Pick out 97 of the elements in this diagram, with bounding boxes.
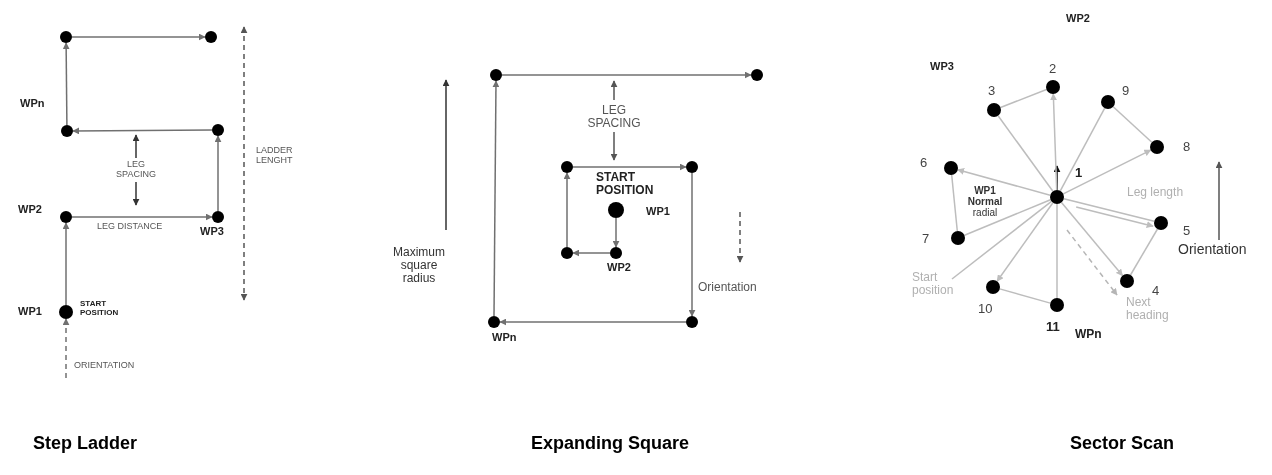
waypoint-dot xyxy=(951,231,965,245)
waypoint-label: WPn xyxy=(1075,328,1102,342)
arrow xyxy=(996,201,1054,283)
arrow xyxy=(688,172,696,317)
arrow xyxy=(563,172,571,248)
panel-title: Expanding Square xyxy=(530,434,690,454)
dimension-label: Maximum square radius xyxy=(392,246,446,286)
waypoint-label: WP2 xyxy=(1066,12,1090,25)
connector-line xyxy=(950,174,959,232)
arrow xyxy=(62,222,70,306)
direction-label: ORIENTATION xyxy=(74,361,135,371)
leader-line xyxy=(951,200,1053,280)
connector-line xyxy=(1063,197,1155,223)
waypoint-label: WP2 xyxy=(18,203,42,216)
arrow xyxy=(1050,93,1058,191)
waypoint-label: 9 xyxy=(1122,84,1130,99)
connector-line xyxy=(998,288,1052,304)
connector-line xyxy=(1056,203,1058,299)
waypoint-dot xyxy=(1046,80,1060,94)
waypoint-dot xyxy=(686,161,698,173)
arrow xyxy=(501,71,752,79)
waypoint-dot xyxy=(986,280,1000,294)
arrow xyxy=(62,42,70,126)
arrow xyxy=(71,213,213,221)
waypoint-label: WP1 xyxy=(18,305,42,318)
waypoint-label: 8 xyxy=(1183,140,1191,155)
arrow xyxy=(1060,201,1124,277)
annotation-text: Start position xyxy=(912,271,962,298)
waypoint-label: WP3 xyxy=(200,225,224,238)
waypoint-dot xyxy=(61,125,73,137)
waypoint-dot xyxy=(561,247,573,259)
waypoint-label: WPn xyxy=(20,97,45,110)
waypoint-dot xyxy=(944,161,958,175)
panel-title: Sector Scan xyxy=(1068,434,1175,454)
arrow xyxy=(72,127,213,135)
waypoint-dot xyxy=(686,316,698,328)
waypoint-label: WP3 xyxy=(930,60,954,73)
connector-line xyxy=(1112,105,1153,144)
waypoint-label: WPn xyxy=(492,331,517,344)
arrow xyxy=(612,217,620,248)
waypoint-label: 11 xyxy=(1046,320,1060,335)
waypoint-label: WP2 xyxy=(607,261,631,274)
waypoint-label: 10 xyxy=(978,302,993,317)
dimension-label: LEG DISTANCE xyxy=(97,222,163,232)
arrow xyxy=(492,80,500,317)
waypoint-dot xyxy=(1150,140,1164,154)
connector-line xyxy=(1059,107,1106,192)
annotation-text: Leg length xyxy=(1127,186,1184,200)
waypoint-dot xyxy=(1050,190,1064,204)
arrow xyxy=(62,318,70,379)
connector-line xyxy=(963,198,1052,237)
waypoint-dot xyxy=(490,69,502,81)
dimension-label: LADDER LENGHT xyxy=(256,146,294,166)
waypoint-label: 4 xyxy=(1152,284,1160,299)
waypoint-label: WP1 xyxy=(646,205,670,218)
waypoint-dot xyxy=(987,103,1001,117)
waypoint-label: 1 xyxy=(1075,166,1083,181)
waypoint-dot xyxy=(1120,274,1134,288)
direction-label: Orientation xyxy=(698,281,757,295)
direction-label: Orientation xyxy=(1178,242,1247,258)
connector-line xyxy=(999,88,1048,109)
arrow xyxy=(572,163,687,171)
waypoint-label: 7 xyxy=(922,232,930,247)
waypoint-dot xyxy=(561,161,573,173)
waypoint-label: 2 xyxy=(1049,62,1057,77)
connector-line xyxy=(1129,228,1159,276)
waypoint-dot xyxy=(610,247,622,259)
waypoint-dot xyxy=(60,31,72,43)
arrow xyxy=(71,33,206,41)
arrow xyxy=(1075,206,1154,229)
arrow xyxy=(957,168,1051,196)
waypoint-dot xyxy=(1154,216,1168,230)
waypoint-dot xyxy=(212,211,224,223)
waypoint-label: 6 xyxy=(920,156,928,171)
waypoint-dot xyxy=(60,211,72,223)
connector-line xyxy=(997,114,1054,193)
waypoint-dot xyxy=(59,305,73,319)
arrow xyxy=(572,249,611,257)
waypoint-label: START POSITION xyxy=(596,171,655,198)
arrow xyxy=(214,135,222,212)
dimension-label: LEG SPACING xyxy=(586,104,642,131)
arrow xyxy=(499,318,687,326)
waypoint-label: START POSITION xyxy=(80,300,120,318)
waypoint-dot xyxy=(751,69,763,81)
panel-title: Step Ladder xyxy=(32,434,138,454)
waypoint-label: 3 xyxy=(988,84,996,99)
waypoint-label: 5 xyxy=(1183,224,1191,239)
waypoint-dot xyxy=(608,202,624,218)
annotation-text: Next heading xyxy=(1126,296,1170,323)
waypoint-dot xyxy=(1050,298,1064,312)
waypoint-dot xyxy=(488,316,500,328)
waypoint-label: WP1 Normal radial xyxy=(966,185,1004,218)
dimension-label: LEG SPACING xyxy=(115,160,157,180)
arrow xyxy=(1062,149,1152,195)
waypoint-dot xyxy=(205,31,217,43)
waypoint-dot xyxy=(1101,95,1115,109)
waypoint-dot xyxy=(212,124,224,136)
